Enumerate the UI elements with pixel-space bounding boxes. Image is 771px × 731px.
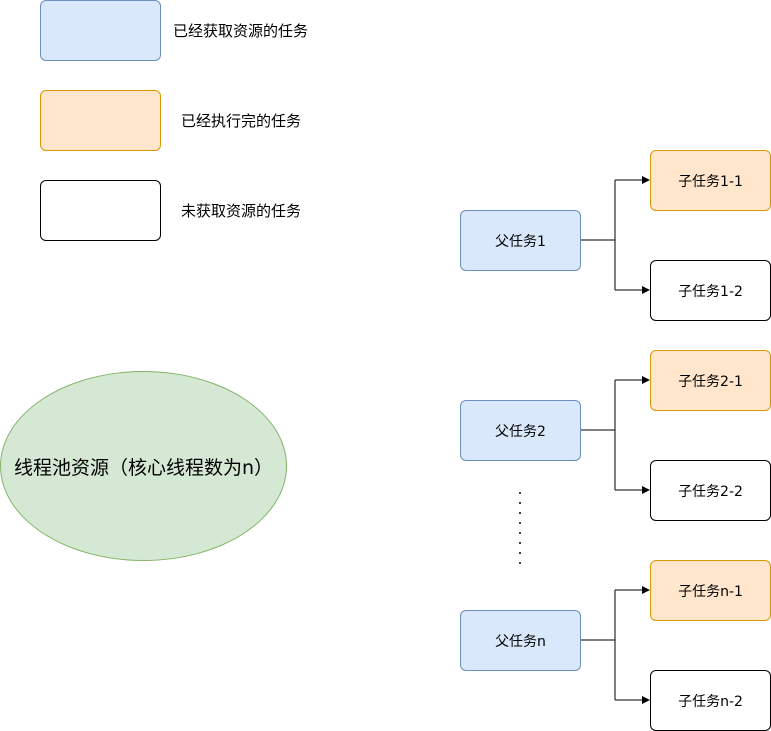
legend-label-not-acquired: 未获取资源的任务 <box>181 202 302 220</box>
child-task-n-1: 子任务n-1 <box>650 560 771 621</box>
legend-swatch-completed <box>40 90 161 151</box>
parent-task-1: 父任务1 <box>460 210 581 271</box>
child-task-1-1: 子任务1-1 <box>650 150 771 211</box>
legend-swatch-acquired <box>40 0 161 61</box>
child-task-2-2: 子任务2-2 <box>650 460 771 521</box>
child-task-n-2: 子任务n-2 <box>650 670 771 731</box>
connector-group-2 <box>580 376 650 494</box>
connector-group-n <box>580 586 650 704</box>
parent-task-2: 父任务2 <box>460 400 581 461</box>
connector-group-1 <box>580 176 650 294</box>
legend-swatch-not-acquired <box>40 180 161 241</box>
thread-pool-label: 线程池资源（核心线程数为n） <box>13 456 274 479</box>
legend-label-acquired: 已经获取资源的任务 <box>173 22 309 40</box>
parent-task-n: 父任务n <box>460 610 581 671</box>
child-task-1-2: 子任务1-2 <box>650 260 771 321</box>
child-task-2-1: 子任务2-1 <box>650 350 771 411</box>
legend-label-completed: 已经执行完的任务 <box>181 112 302 130</box>
thread-pool-ellipse: 线程池资源（核心线程数为n） <box>0 371 287 561</box>
ellipsis-dots <box>519 492 523 572</box>
